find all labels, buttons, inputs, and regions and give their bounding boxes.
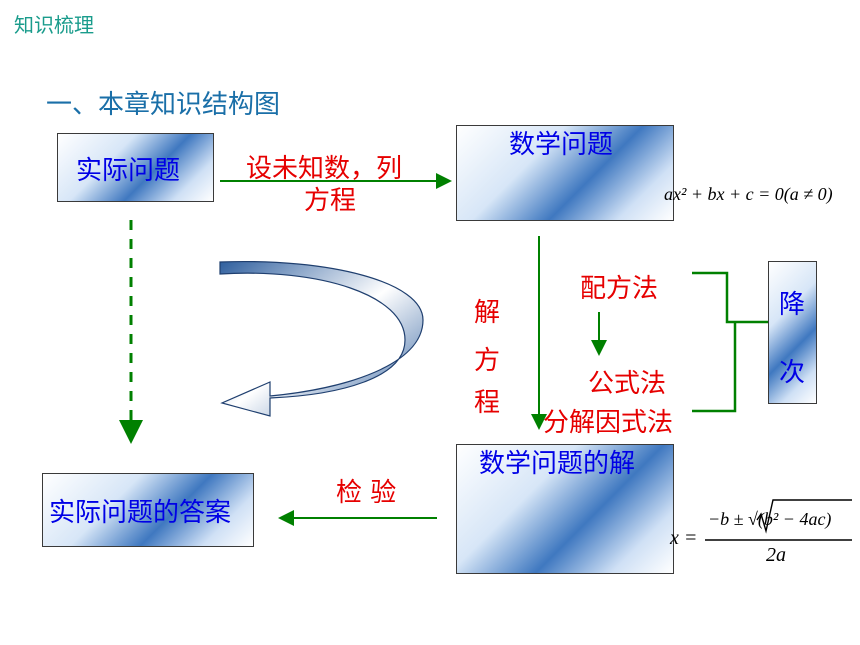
- curved-arrow: [219, 260, 424, 417]
- label-verify: 检 验: [336, 478, 397, 508]
- math-problem-label: 数学问题: [509, 130, 614, 160]
- header-title: 知识梳理: [14, 13, 94, 37]
- formula-general-form: ax² + bx + c = 0(a ≠ 0): [664, 184, 833, 204]
- formula-root-lhs: x =: [670, 527, 698, 549]
- label-factoring: 分解因式法: [543, 408, 674, 438]
- practical-answer-box: 实际问题的答案: [42, 473, 254, 547]
- reduce-order-box: 降 次: [768, 261, 817, 404]
- formula-root-numerator: −b ± √(b² − 4ac): [708, 509, 832, 529]
- label-solve-char-3: 程: [474, 388, 501, 418]
- reduce-order-char-2: 次: [779, 358, 806, 388]
- math-solution-label: 数学问题的解: [479, 449, 636, 479]
- math-problem-box: 数学问题: [456, 125, 674, 221]
- formula-root-denominator: 2a: [766, 544, 786, 566]
- label-solve-char-2: 方: [474, 346, 501, 376]
- practical-answer-label: 实际问题的答案: [49, 498, 232, 528]
- label-set-unknown-line1: 设未知数，列: [246, 154, 403, 184]
- label-solve-char-1: 解: [474, 298, 501, 328]
- label-formula-method: 公式法: [588, 369, 667, 399]
- label-complete-square: 配方法: [580, 274, 659, 304]
- sqrt-symbol: [756, 499, 852, 534]
- math-solution-box: 数学问题的解: [456, 444, 674, 574]
- label-set-unknown-line2: 方程: [304, 186, 357, 216]
- practical-problem-label: 实际问题: [76, 156, 181, 186]
- bracket-top: [692, 271, 768, 324]
- practical-problem-box: 实际问题: [57, 133, 214, 202]
- bracket-bottom: [692, 322, 737, 413]
- section-title: 一、本章知识结构图: [46, 90, 281, 120]
- reduce-order-char-1: 降: [779, 290, 806, 320]
